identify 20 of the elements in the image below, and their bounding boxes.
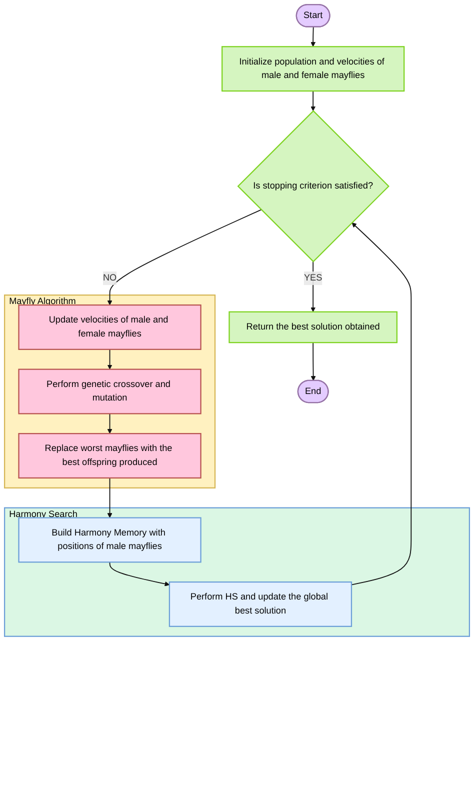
arrow: [310, 261, 316, 312]
node-box: Perform HS and update the global best solution: [168, 581, 352, 627]
arrow: [109, 562, 170, 586]
arrow: [107, 478, 112, 518]
arrow: [107, 348, 112, 370]
arrow: [310, 90, 316, 112]
arrow: [107, 413, 112, 434]
node-box: Perform genetic crossover and mutation: [18, 368, 202, 414]
arrow: [310, 26, 316, 47]
node-diamond: Is stopping criterion satisfied?: [237, 110, 390, 262]
arrow: [107, 209, 262, 306]
node-box: Initialize population and velocities of male and female mayflies: [222, 46, 405, 92]
node-box: Update velocities of male and female mayflies: [18, 304, 202, 350]
arrow: [351, 222, 412, 586]
node-box: Build Harmony Memory with positions of male mayflies: [18, 517, 202, 563]
edge-label: NO: [102, 273, 117, 283]
node-box: Return the best solution obtained: [228, 311, 398, 344]
edge-label: YES: [304, 273, 322, 283]
node-box: Replace worst mayflies with the best offspring produced: [18, 433, 202, 479]
arrow: [310, 342, 316, 381]
